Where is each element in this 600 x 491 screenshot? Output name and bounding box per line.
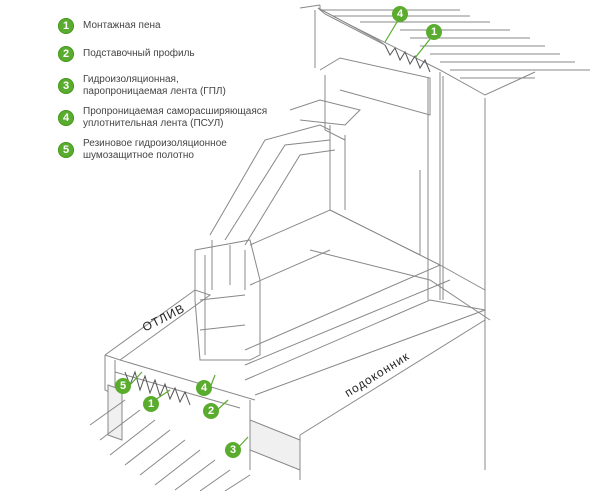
legend-text: Монтажная пена [83,20,161,31]
legend-badge: 2 [58,46,74,62]
legend-badge: 1 [58,18,74,34]
wall-top-hatch [320,9,590,79]
legend-item: 4 Пропроницаемая саморасширяющаяся уплот… [58,106,267,130]
legend-badge: 4 [58,110,74,126]
wall-bottom-hatch [89,399,251,491]
callout-badge-4-bottom: 4 [196,380,212,396]
legend-text: Пропроницаемая саморасширяющаяся уплотни… [83,106,268,129]
callout-badge-2-bottom: 2 [203,403,219,419]
legend-text: Гидроизоляционная, паропроницаемая лента… [83,74,226,97]
callout-badge-1-bottom: 1 [143,396,159,412]
callout-badge-1-top: 1 [426,24,442,40]
legend-text: Подставочный профиль [83,48,195,59]
legend-item: 2 Подставочный профиль [58,46,195,62]
legend-badge: 5 [58,142,74,158]
legend-item: 1 Монтажная пена [58,18,161,34]
callout-badge-3-bottom: 3 [225,442,241,458]
legend-badge: 3 [58,78,74,94]
callout-badge-5-bottom: 5 [115,378,131,394]
callout-badge-4-top: 4 [392,6,408,22]
legend-item: 5 Резиновое гидроизоляционное шумозащитн… [58,138,227,162]
legend-item: 3 Гидроизоляционная, паропроницаемая лен… [58,74,226,98]
legend-text: Резиновое гидроизоляционное шумозащитное… [83,138,227,161]
